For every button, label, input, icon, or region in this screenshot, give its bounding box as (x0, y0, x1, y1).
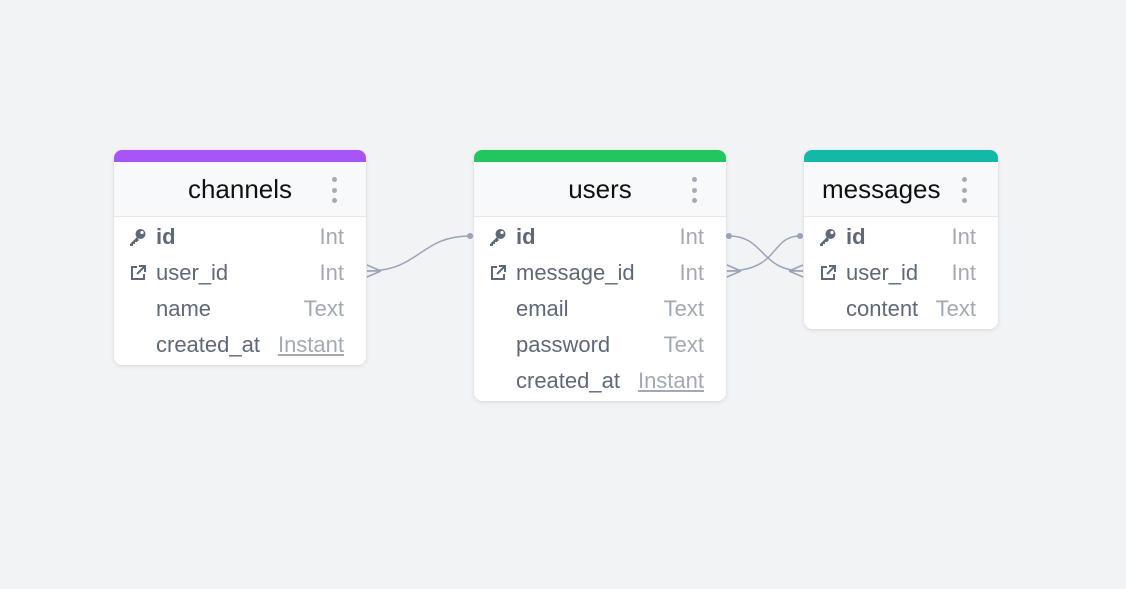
edge-users-message_id-messages-id (726, 235, 801, 272)
field-name: name (156, 296, 212, 321)
edge-messages-user_id-users-id (728, 235, 804, 272)
external-link-icon (128, 263, 148, 283)
key-icon (818, 227, 838, 247)
field-list: id Int user_id Int content Text (804, 217, 998, 329)
table-color-bar (474, 150, 726, 162)
field-row[interactable]: created_at Instant (474, 363, 726, 399)
field-row[interactable]: created_at Instant (114, 327, 366, 363)
table-header[interactable]: messages (804, 162, 998, 217)
field-name: user_id (156, 260, 229, 285)
field-name: user_id (846, 260, 919, 285)
field-name: created_at (516, 368, 620, 393)
table-title: users (568, 173, 632, 204)
more-vertical-icon[interactable] (958, 177, 970, 203)
edge-end-dot (726, 233, 732, 239)
field-name: content (846, 296, 919, 321)
field-name: id (516, 224, 536, 249)
edge-end-dot (467, 233, 473, 239)
table-color-bar (114, 150, 366, 162)
table-header[interactable]: users (474, 162, 726, 217)
field-type: Int (679, 260, 704, 285)
field-row[interactable]: user_id Int (804, 255, 998, 291)
field-row[interactable]: message_id Int (474, 255, 726, 291)
table-title: channels (187, 173, 293, 204)
field-row[interactable]: name Text (114, 291, 366, 327)
field-name: password (516, 332, 611, 357)
table-color-bar (804, 150, 998, 162)
field-type: Int (951, 260, 976, 285)
table-title: messages (822, 173, 941, 204)
table-channels[interactable]: channels id Int user_id Int name Text (114, 150, 366, 365)
field-type: Int (319, 224, 344, 249)
field-type: Int (679, 224, 704, 249)
field-name: id (156, 224, 176, 249)
field-type-link[interactable]: Instant (637, 368, 704, 393)
field-row[interactable]: password Text (474, 327, 726, 363)
field-list: id Int message_id Int email Text passwor… (474, 217, 726, 401)
external-link-icon (488, 263, 508, 283)
field-row[interactable]: email Text (474, 291, 726, 327)
external-link-icon (818, 263, 838, 283)
field-row[interactable]: id Int (804, 219, 998, 255)
more-vertical-icon[interactable] (328, 177, 340, 203)
field-type: Text (303, 296, 344, 321)
field-row[interactable]: content Text (804, 291, 998, 327)
field-name: id (846, 224, 866, 249)
field-type: Text (663, 296, 704, 321)
field-name: message_id (516, 260, 635, 285)
field-row[interactable]: user_id Int (114, 255, 366, 291)
edge-crowfoot (726, 264, 742, 278)
field-type-link[interactable]: Instant (277, 332, 344, 357)
field-row[interactable]: id Int (474, 219, 726, 255)
edge-crowfoot (788, 264, 804, 278)
key-icon (128, 227, 148, 247)
field-type: Text (663, 332, 704, 357)
table-header[interactable]: channels (114, 162, 366, 217)
more-vertical-icon[interactable] (688, 177, 700, 203)
field-type: Int (319, 260, 344, 285)
field-name: created_at (156, 332, 260, 357)
edge-channels-user_id-users-id (366, 235, 471, 272)
field-type: Int (951, 224, 976, 249)
edge-end-dot (797, 233, 803, 239)
field-type: Text (935, 296, 976, 321)
field-list: id Int user_id Int name Text created_at … (114, 217, 366, 365)
field-name: email (516, 296, 569, 321)
table-messages[interactable]: messages id Int user_id Int content Text (804, 150, 998, 329)
key-icon (488, 227, 508, 247)
edge-crowfoot (366, 264, 382, 278)
table-users[interactable]: users id Int message_id Int email Text (474, 150, 726, 401)
field-row[interactable]: id Int (114, 219, 366, 255)
